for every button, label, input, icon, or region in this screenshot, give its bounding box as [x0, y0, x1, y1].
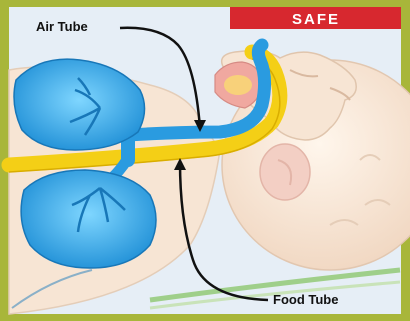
lower-lung [21, 170, 156, 268]
food-tube-label: Food Tube [273, 292, 338, 307]
baby-ear [260, 144, 310, 200]
safe-badge-text: SAFE [292, 11, 340, 28]
air-tube-label: Air Tube [36, 19, 88, 34]
mouth-food [224, 75, 252, 95]
